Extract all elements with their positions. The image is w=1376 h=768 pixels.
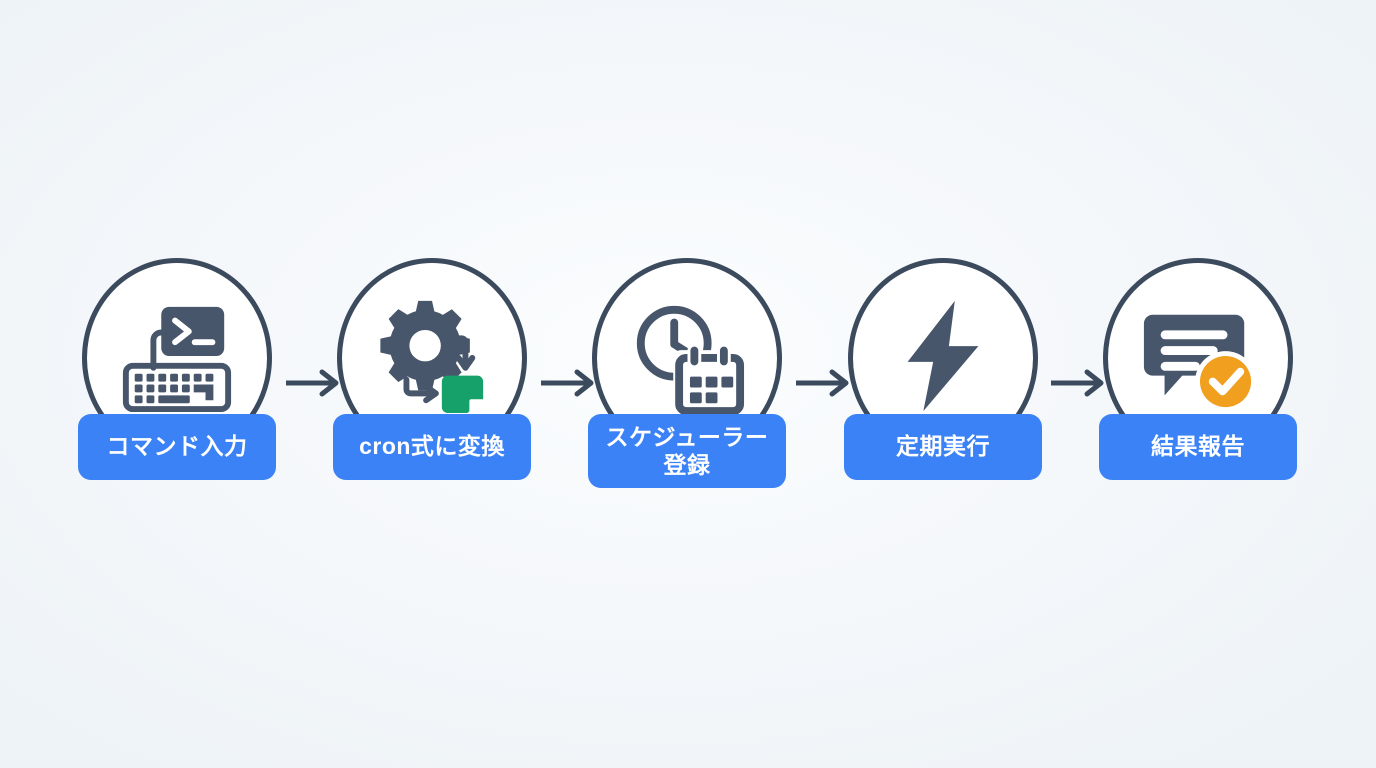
flow-step-3[interactable]: スケジューラー 登録 [587,258,787,489]
flow-step-1-label: コマンド入力 [78,414,276,480]
flow-step-2-label-line-1: cron式に変換 [359,433,505,460]
flow-step-5[interactable]: 結果報告 [1098,258,1298,480]
flow-step-5-label-line-1: 結果報告 [1151,433,1245,460]
arrow-right-icon [541,369,594,397]
flow-step-1[interactable]: コマンド入力 [77,258,277,480]
speech-bubble-check-icon [1143,314,1257,413]
arrow-right-icon [286,369,339,397]
flow-connector-2 [541,368,601,398]
terminal-keyboard-icon [122,306,232,413]
gear-to-document-icon [380,300,484,414]
arrow-right-icon [796,369,849,397]
flow-step-4-label: 定期実行 [844,414,1042,480]
flow-step-3-label-line-1: スケジューラー [605,424,769,450]
flow-step-5-label: 結果報告 [1099,414,1297,480]
flow-step-2-label: cron式に変換 [333,414,531,480]
flow-step-1-label-line-1: コマンド入力 [106,433,248,460]
flow-step-2[interactable]: cron式に変換 [332,258,532,480]
flow-connector-1 [286,368,346,398]
arrow-right-icon [1051,369,1104,397]
clock-calendar-icon [636,305,745,415]
flow-step-3-label: スケジューラー 登録 [588,414,786,489]
flow-step-4[interactable]: 定期実行 [843,258,1043,480]
flow-connector-3 [796,368,856,398]
lightning-bolt-icon [907,300,979,412]
flow-step-3-label-line-2: 登録 [663,452,711,479]
flow-step-4-label-line-1: 定期実行 [896,433,990,460]
flow-connector-4 [1051,368,1111,398]
